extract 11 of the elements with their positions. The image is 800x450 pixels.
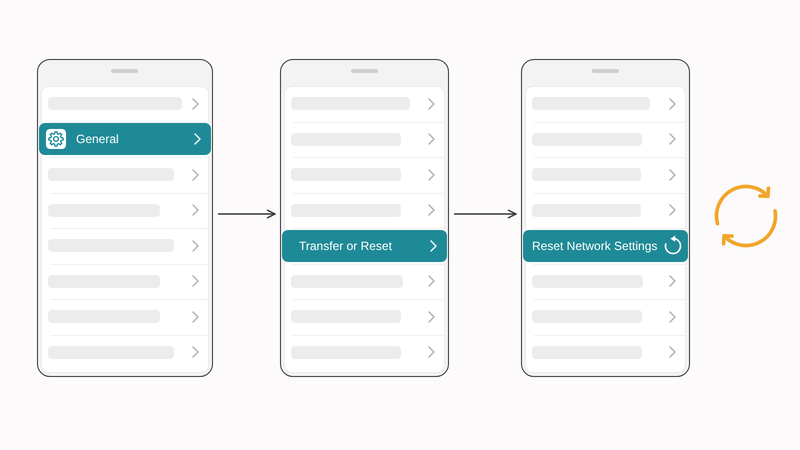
phone-frame [37, 59, 213, 377]
menu-label: General [76, 132, 119, 146]
phone-frame [521, 59, 690, 377]
arrow [454, 209, 517, 219]
highlighted-menu-row [39, 123, 211, 156]
menu-label: Transfer or Reset [299, 238, 392, 253]
highlighted-menu-row [523, 230, 688, 262]
menu-label: Reset Network Settings [532, 238, 658, 253]
phone-frame [280, 59, 449, 377]
highlighted-menu-row [282, 230, 447, 262]
arrow [218, 209, 276, 219]
